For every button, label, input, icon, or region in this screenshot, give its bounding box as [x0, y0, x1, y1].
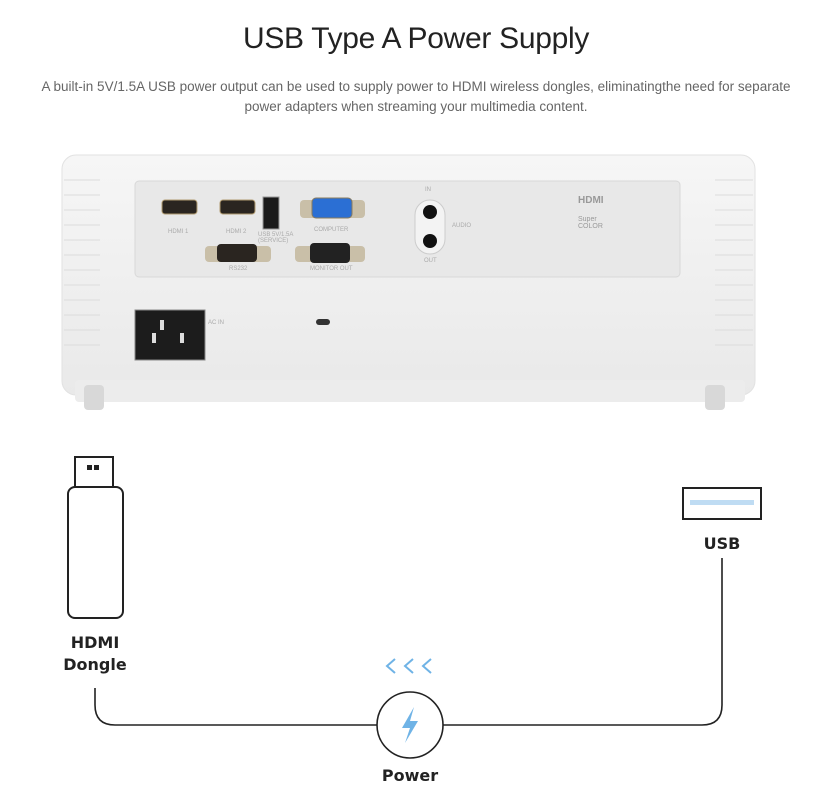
hdmi-dongle-label-line2: Dongle	[63, 655, 127, 674]
usb-label: USB	[703, 534, 741, 553]
port-label-ac-in: AC IN	[208, 320, 225, 326]
power-diagram	[67, 456, 762, 759]
power-label: Power	[381, 766, 439, 785]
projector-illustration	[61, 154, 756, 410]
flow-arrows-icon	[385, 658, 432, 674]
port-label-audio-out: OUT	[424, 258, 437, 264]
port-label-usb: USB 5V/1.5A (SERVICE)	[258, 232, 294, 244]
port-label-audio-in: IN	[425, 187, 431, 193]
power-icon	[376, 691, 444, 759]
hdmi-dongle-label-line1: HDMI	[70, 633, 120, 652]
port-label-hdmi1: HDMI 1	[168, 229, 189, 235]
hdmi-logo: HDMI	[578, 195, 604, 206]
port-label-computer: COMPUTER	[314, 227, 349, 233]
port-label-audio: AUDIO	[452, 223, 472, 229]
port-label-hdmi2: HDMI 2	[226, 229, 247, 235]
page-title: USB Type A Power Supply	[242, 22, 590, 55]
supercolor-logo: Super COLOR	[578, 216, 603, 230]
power-cable-line	[94, 558, 723, 726]
port-label-monitor-out: MONITOR OUT	[310, 266, 353, 272]
page-description: A built-in 5V/1.5A USB power output can …	[41, 79, 791, 114]
usb-port-icon	[682, 487, 762, 520]
port-label-rs232: RS232	[229, 266, 248, 272]
projector-image: HDMI 1 HDMI 2 USB 5V/1.5A (SERVICE) COMP…	[0, 140, 832, 430]
hdmi-dongle-icon	[67, 456, 124, 619]
hdmi-dongle-label: HDMI Dongle	[45, 632, 145, 676]
